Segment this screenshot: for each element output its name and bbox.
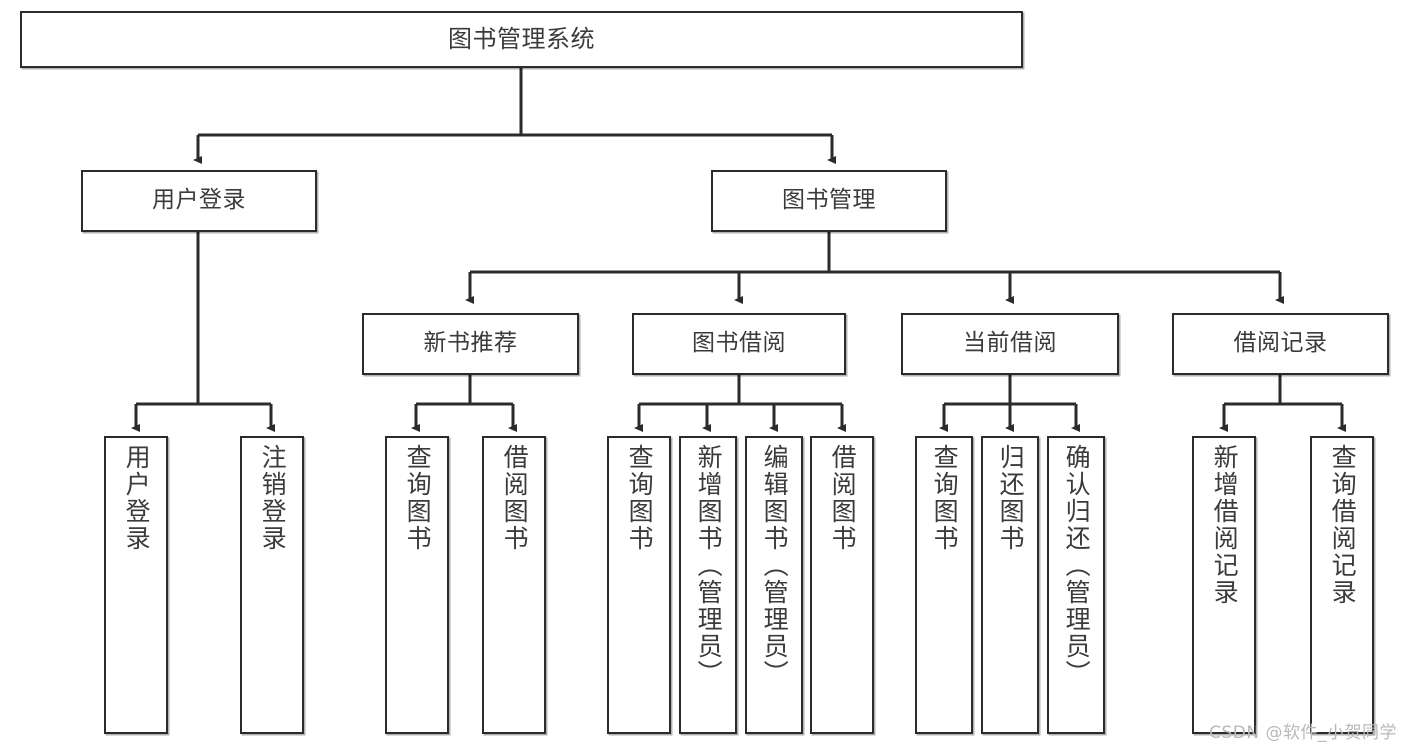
node-leaf-logout-login-label: 注销登录 [258,444,288,552]
node-root-system-label: 图书管理系统 [448,25,595,54]
node-leaf-add-borrow-record[interactable]: 新增借阅记录 [1192,436,1256,734]
node-leaf-borrow-book-1[interactable]: 借阅图书 [482,436,546,734]
node-leaf-borrow-book-1-label: 借阅图书 [500,444,530,552]
node-user-login[interactable]: 用户登录 [81,170,317,232]
node-leaf-user-login-label: 用户登录 [122,444,152,552]
node-borrow-record[interactable]: 借阅记录 [1172,313,1389,375]
node-leaf-add-book[interactable]: 新增图书（管理员） [679,436,737,734]
node-book-borrow[interactable]: 图书借阅 [632,313,846,375]
node-leaf-confirm-return-label: 确认归还（管理员） [1062,444,1092,687]
node-borrow-record-label: 借阅记录 [1233,330,1328,357]
node-leaf-borrow-book-2[interactable]: 借阅图书 [810,436,874,734]
node-leaf-query-borrow-record-label: 查询借阅记录 [1328,444,1358,606]
node-leaf-query-borrow-record[interactable]: 查询借阅记录 [1310,436,1374,734]
watermark-text: CSDN @软件_小贺同学 [1209,723,1397,743]
node-leaf-query-book-1[interactable]: 查询图书 [385,436,449,734]
node-new-book-recommend-label: 新书推荐 [423,330,518,357]
node-new-book-recommend[interactable]: 新书推荐 [362,313,579,375]
node-leaf-query-book-1-label: 查询图书 [403,444,433,552]
node-user-login-label: 用户登录 [152,187,246,214]
node-book-borrow-label: 图书借阅 [692,330,786,357]
node-leaf-add-borrow-record-label: 新增借阅记录 [1210,444,1240,606]
node-book-manage[interactable]: 图书管理 [711,170,947,232]
node-current-borrow-label: 当前借阅 [963,330,1057,357]
node-root-system[interactable]: 图书管理系统 [20,11,1023,68]
node-leaf-confirm-return[interactable]: 确认归还（管理员） [1047,436,1105,734]
node-leaf-query-book-2-label: 查询图书 [625,444,655,552]
node-leaf-return-book[interactable]: 归还图书 [981,436,1039,734]
node-leaf-query-book-3[interactable]: 查询图书 [915,436,973,734]
node-leaf-edit-book-label: 编辑图书（管理员） [760,444,790,687]
node-current-borrow[interactable]: 当前借阅 [901,313,1119,375]
node-leaf-logout-login[interactable]: 注销登录 [240,436,304,734]
node-leaf-borrow-book-2-label: 借阅图书 [828,444,858,552]
node-leaf-edit-book[interactable]: 编辑图书（管理员） [745,436,803,734]
node-leaf-query-book-3-label: 查询图书 [930,444,960,552]
node-leaf-user-login[interactable]: 用户登录 [104,436,168,734]
node-leaf-return-book-label: 归还图书 [996,444,1026,552]
node-leaf-add-book-label: 新增图书（管理员） [694,444,724,687]
node-book-manage-label: 图书管理 [782,187,876,214]
node-leaf-query-book-2[interactable]: 查询图书 [607,436,671,734]
